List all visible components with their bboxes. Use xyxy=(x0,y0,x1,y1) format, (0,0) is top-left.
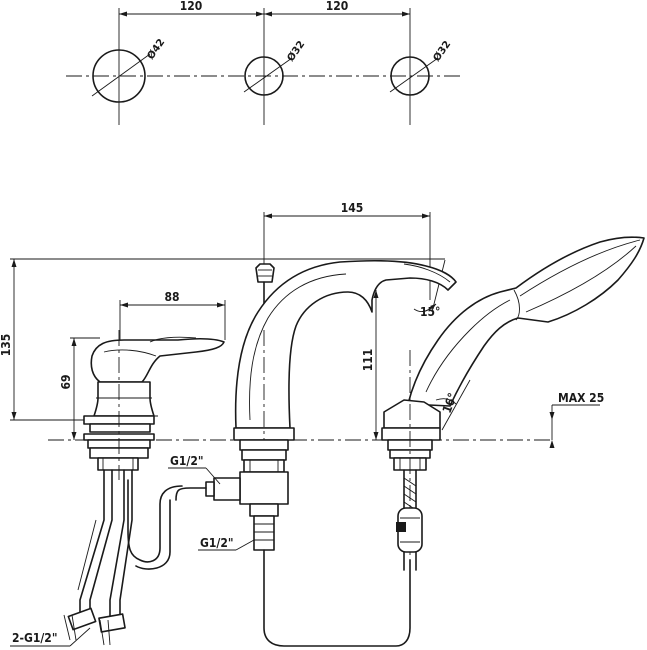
hole-right-circle xyxy=(390,56,430,96)
spout-assembly xyxy=(175,260,457,560)
dim-spout-reach: 145 xyxy=(341,201,364,215)
dim-shower-angle: 16° xyxy=(440,391,460,415)
hole-left-circle xyxy=(92,49,146,103)
dim-hole-right: Ø32 xyxy=(431,38,454,63)
hole-middle-circle xyxy=(244,56,284,96)
flex-hoses xyxy=(63,469,133,646)
dim-max-thickness: MAX 25 xyxy=(558,391,604,405)
top-view: 120 120 Ø42 Ø32 Ø32 xyxy=(66,0,460,125)
mixer-lever-assembly xyxy=(83,330,225,480)
dim-hole-middle: Ø32 xyxy=(285,38,308,63)
dim-spout-height: 111 xyxy=(361,349,375,372)
dim-handle-height: 69 xyxy=(59,374,73,389)
dim-hole-left: Ø42 xyxy=(145,36,168,61)
dim-handle-length: 88 xyxy=(164,290,179,304)
connection-hose xyxy=(127,479,183,563)
dim-spacing-left: 120 xyxy=(180,0,203,13)
side-view: 135 145 15° 111 88 69 MAX 25 xyxy=(0,201,645,647)
label-thread-upper: G1/2" xyxy=(170,454,203,468)
label-thread-lower: G1/2" xyxy=(200,536,233,550)
label-hose-thread: 2-G1/2" xyxy=(12,631,57,645)
dim-total-height: 135 xyxy=(0,334,13,357)
hand-shower-assembly: 16° xyxy=(381,236,645,571)
dim-spout-angle: 15° xyxy=(420,305,440,319)
dim-spacing-right: 120 xyxy=(326,0,349,13)
shower-hose-loop xyxy=(263,549,411,647)
